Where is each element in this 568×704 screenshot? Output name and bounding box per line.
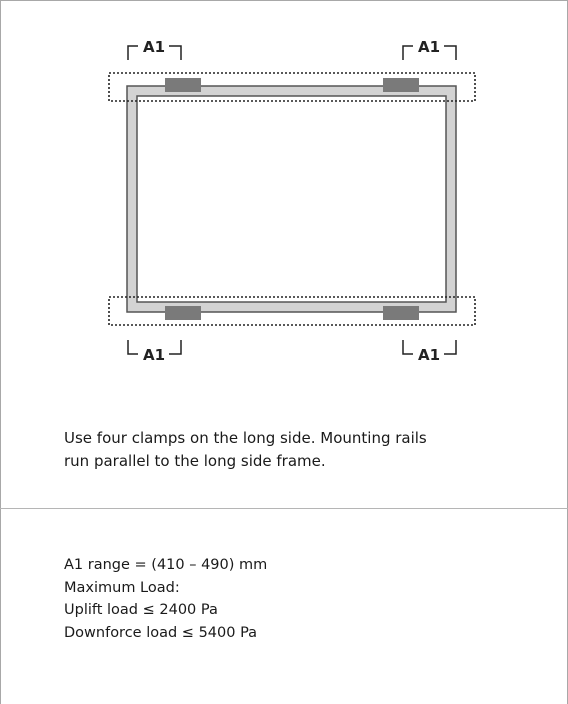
load-specifications: A1 range = (410 – 490) mm Maximum Load: …: [64, 554, 524, 644]
mounting-rail-top: [108, 72, 476, 102]
dimension-label-bottom-left: A1: [143, 346, 165, 364]
dimension-label-top-right: A1: [418, 38, 440, 56]
panel-inner: [136, 95, 447, 303]
clamp-top-left: [165, 78, 201, 92]
mounting-rail-bottom: [108, 296, 476, 326]
spec-a1-range: A1 range = (410 – 490) mm: [64, 557, 268, 573]
dimension-bracket-bottom-left: [127, 340, 182, 355]
clamp-mounting-diagram: A1 A1 A1 A1: [108, 38, 476, 364]
dimension-bracket-top-left: [127, 45, 182, 60]
dimension-label-bottom-right: A1: [418, 346, 440, 364]
spec-uplift-load: Uplift load ≤ 2400 Pa: [64, 602, 218, 618]
clamp-top-right: [383, 78, 419, 92]
caption-line-2: run parallel to the long side frame.: [64, 452, 326, 470]
spec-downforce-load: Downforce load ≤ 5400 Pa: [64, 624, 258, 641]
clamp-bottom-left: [165, 306, 201, 320]
dimension-label-top-left: A1: [143, 38, 165, 56]
installation-caption: Use four clamps on the long side. Mounti…: [64, 427, 544, 473]
clamp-bottom-right: [383, 306, 419, 320]
dimension-bracket-top-right: [402, 45, 457, 60]
dimension-bracket-bottom-right: [402, 340, 457, 355]
spec-max-load-heading: Maximum Load:: [64, 579, 180, 596]
section-divider: [0, 508, 568, 509]
caption-line-1: Use four clamps on the long side. Mounti…: [64, 429, 427, 447]
